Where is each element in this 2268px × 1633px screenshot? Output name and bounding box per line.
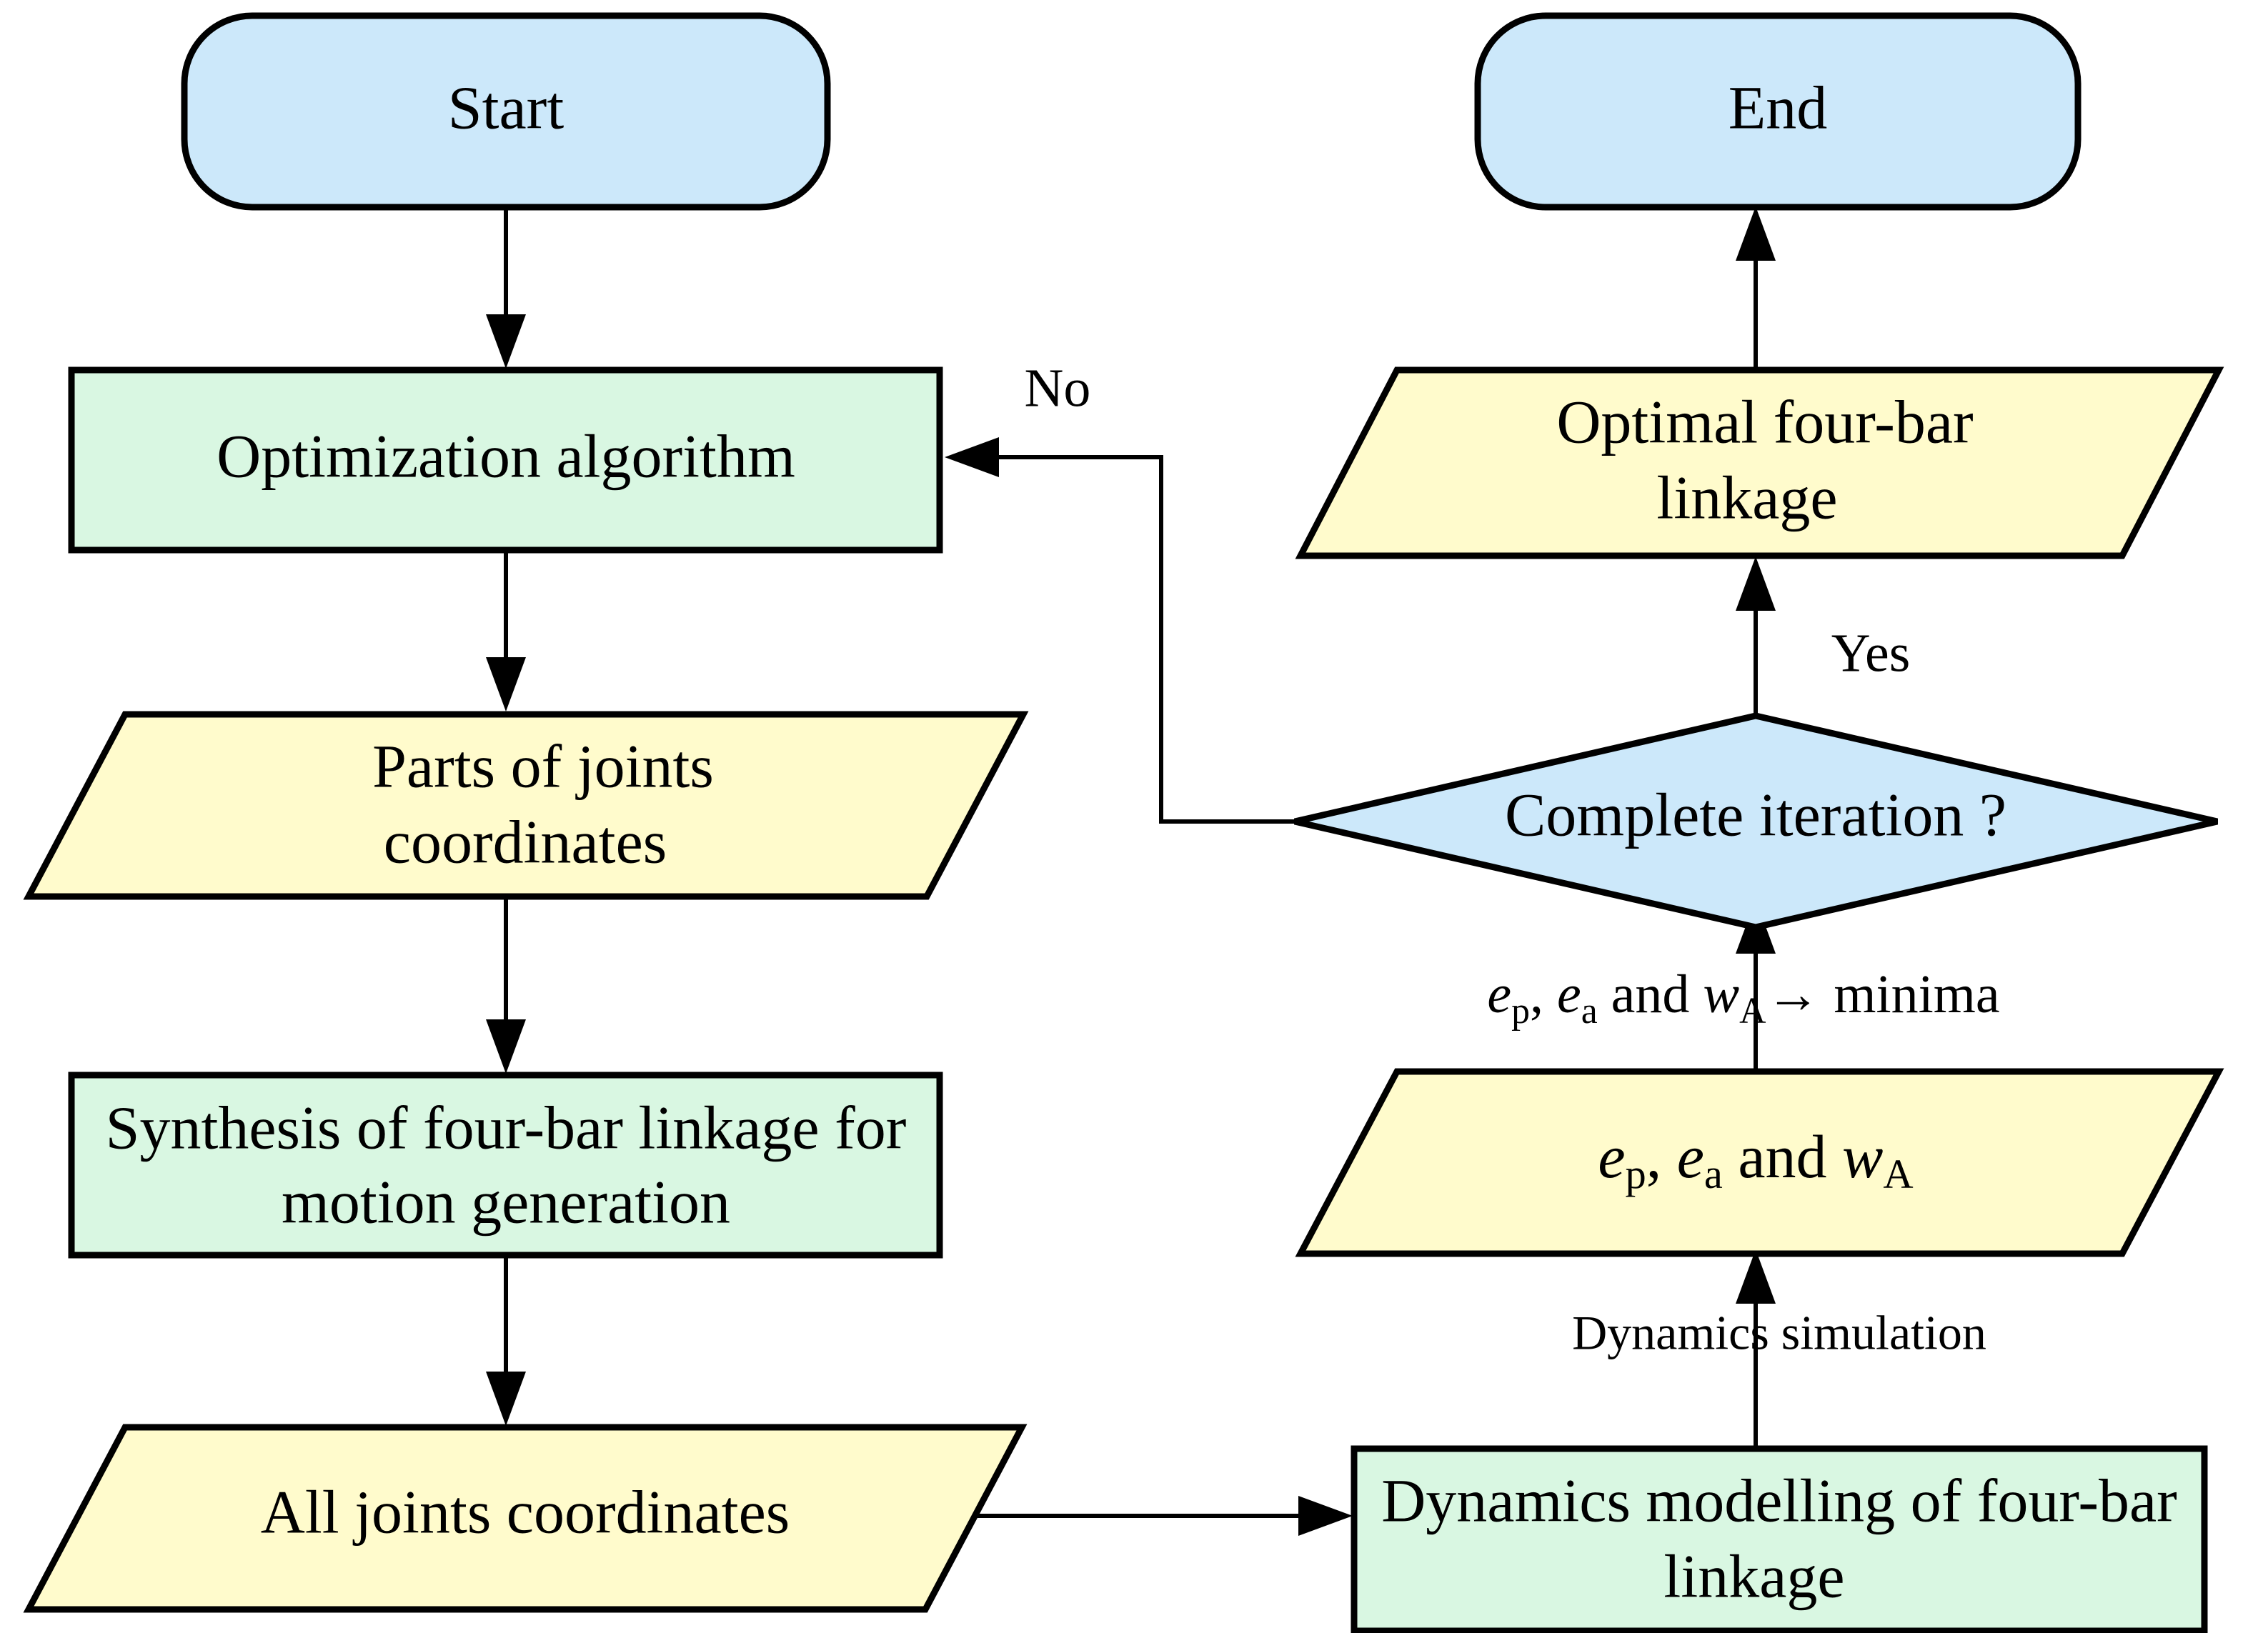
connector-synthesis-to-all-joints [486,1252,526,1426]
node-end[interactable]: End [1474,12,2082,211]
edge-label-yes: Yes [1831,623,1911,683]
node-synthesis[interactable]: Synthesis of four-bar linkage for motion… [68,1072,943,1259]
connector-parts-to-synthesis [486,897,526,1074]
node-parts-of-joints-coordinates[interactable]: Parts of joints coordinates [23,711,1029,900]
node-all-joints-coordinates[interactable]: All joints coordinates [23,1424,1028,1613]
connector-decision-no-to-optimization [945,437,1295,824]
node-optimization-algorithm-label: Optimization algorithm [217,422,795,491]
node-parts-of-joints-coordinates-line2: coordinates [384,808,667,877]
node-complete-iteration[interactable]: Complete iteration ? [1293,712,2219,931]
node-errors-output[interactable]: ep, ea and wA [1295,1068,2224,1257]
node-all-joints-coordinates-label: All joints coordinates [261,1478,790,1547]
node-synthesis-line2: motion generation [282,1168,730,1237]
node-start[interactable]: Start [181,12,831,211]
node-complete-iteration-label: Complete iteration ? [1505,781,2006,849]
node-optimal-four-bar-linkage[interactable]: Optimal four-bar linkage [1295,366,2224,559]
node-errors-output-label: ep, ea and wA [1598,1122,1913,1198]
node-parts-of-joints-coordinates-line1: Parts of joints [372,732,714,801]
connector-dynamics-modelling-to-errors [1736,1249,1776,1450]
node-dynamics-modelling-line2: linkage [1663,1542,1844,1611]
connector-optimization-to-parts [486,550,526,711]
connector-start-to-optimization [486,207,526,369]
node-optimal-four-bar-linkage-line2: linkage [1656,464,1837,532]
node-start-label: Start [448,74,564,142]
node-synthesis-line1: Synthesis of four-bar linkage for [106,1094,907,1162]
connector-decision-yes-to-optimal [1736,556,1776,714]
edge-label-minima: ep, ea and wA→ minima [1487,964,1999,1031]
node-optimal-four-bar-linkage-line1: Optimal four-bar [1556,388,1973,456]
connector-optimal-to-end [1736,206,1776,371]
edge-label-no: No [1025,358,1091,418]
node-optimization-algorithm[interactable]: Optimization algorithm [68,366,943,554]
node-dynamics-modelling[interactable]: Dynamics modelling of four-bar linkage [1351,1445,2208,1633]
node-end-label: End [1729,74,1828,142]
node-dynamics-modelling-line1: Dynamics modelling of four-bar [1381,1467,2177,1535]
edge-label-dynamics-simulation: Dynamics simulation [1572,1306,1986,1360]
